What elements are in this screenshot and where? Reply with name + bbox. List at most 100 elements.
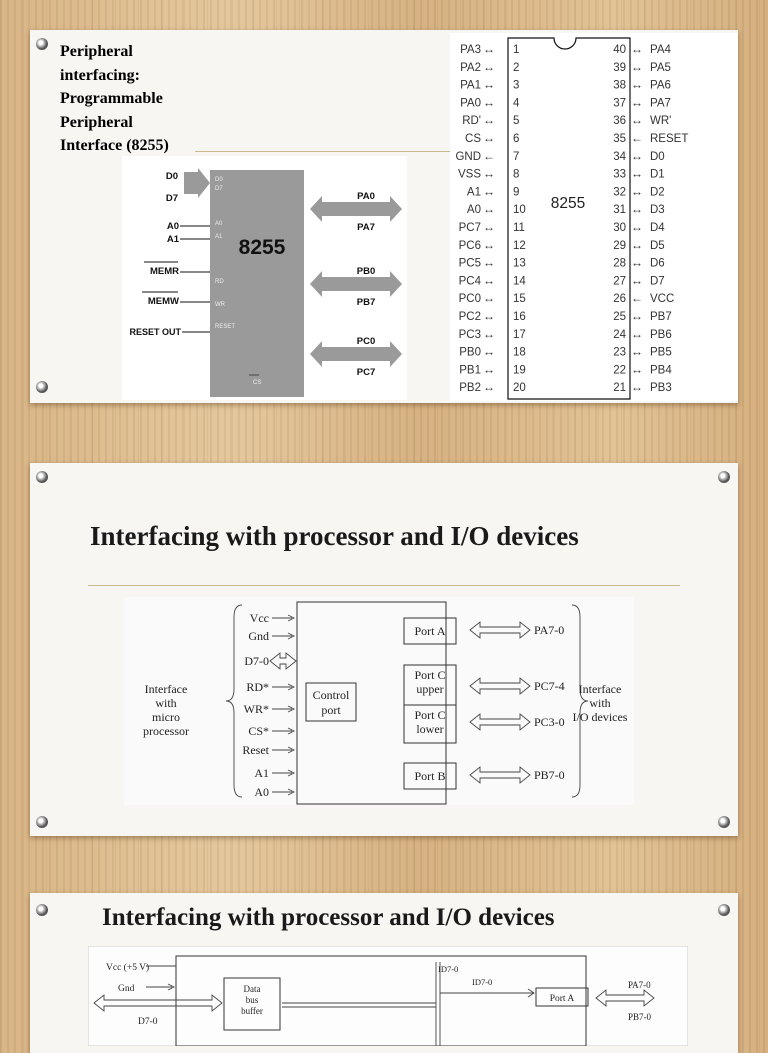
pin-arrow-icon: ↔ [631,202,643,216]
pin-name: D7 [650,275,665,287]
pin-number: 8 [513,169,519,181]
pin-arrow-icon: ↔ [483,309,495,323]
pin-number: 35 [613,133,626,145]
data-bus-arrow [184,168,210,198]
pin-name: PB0 [459,347,481,359]
pin-name: PA7 [650,97,671,109]
pin-name: PC0 [459,293,481,305]
svg-text:RESET OUT: RESET OUT [129,327,181,337]
slide-title: Interfacing with processor and I/O devic… [102,904,555,931]
svg-text:buffer: buffer [241,1006,263,1016]
pin-name: PC2 [459,311,481,323]
pin-arrow-icon: ↔ [631,256,643,270]
pin-number: 37 [613,97,626,109]
pin-arrow-icon: ↔ [483,380,495,394]
svg-text:with: with [155,696,176,710]
pin-arrow-icon: ↔ [483,256,495,270]
pushpin-icon [36,471,48,483]
svg-text:PA7-0: PA7-0 [534,623,564,637]
svg-text:PA7-0: PA7-0 [628,980,651,990]
pin-number: 13 [513,258,526,270]
pin-number: 39 [613,62,626,74]
svg-text:ID7-0: ID7-0 [472,977,492,987]
pin-name: PB4 [650,364,672,376]
slide-interfacing-detail: Interfacing with processor and I/O devic… [30,893,738,1053]
svg-text:Port C: Port C [414,668,445,682]
svg-text:Reset: Reset [242,743,269,757]
pin-arrow-icon: ↔ [631,167,643,181]
svg-text:CS: CS [253,380,261,386]
svg-text:D0: D0 [166,171,178,182]
svg-text:A0: A0 [254,785,269,799]
pin-arrow-icon: ↔ [483,345,495,359]
svg-text:A0: A0 [215,221,223,227]
svg-text:processor: processor [143,724,189,738]
pin-arrow-icon: ↔ [483,78,495,92]
pin-arrow-icon: ↔ [631,380,643,394]
pin-name: VSS [458,169,481,181]
pin-arrow-icon: ↔ [483,42,495,56]
pin-name: PB5 [650,347,672,359]
port-c-lower-box [403,704,457,744]
svg-text:port: port [321,703,341,717]
pin-arrow-icon: ↔ [631,113,643,127]
pin-arrow-icon: ↔ [483,167,495,181]
port-b-box [403,762,457,790]
pin-number: 21 [613,382,626,394]
pin-number: 32 [613,186,626,198]
svg-text:PC7: PC7 [357,367,375,378]
pin-name: RD' [462,115,481,127]
pin-arrow-icon: ↔ [483,362,495,376]
pin-number: 29 [613,240,626,252]
pin-arrow-icon: ← [483,149,495,163]
pin-name: PB7 [650,311,672,323]
svg-text:lower: lower [416,722,443,736]
svg-text:RESET: RESET [215,324,235,330]
pin-name: PC3 [459,329,481,341]
chip-label: 8255 [239,236,286,259]
pin-name: PA6 [650,80,671,92]
pin-number: 33 [613,169,626,181]
pin-name: PA4 [650,44,671,56]
pin-arrow-icon: ↔ [631,238,643,252]
pin-arrow-icon: ↔ [631,149,643,163]
svg-text:A1: A1 [215,234,223,240]
svg-text:PC0: PC0 [357,336,375,347]
svg-text:MEMR: MEMR [150,266,179,277]
pin-number: 28 [613,258,626,270]
port-a-box [403,617,457,645]
pin-number: 26 [613,293,626,305]
svg-text:with: with [589,696,610,710]
pin-name: D6 [650,258,665,270]
slide-interfacing-block: Interfacing with processor and I/O devic… [30,463,738,836]
pin-number: 5 [513,115,519,127]
pin-arrow-icon: ← [631,291,643,305]
pushpin-icon [36,381,48,393]
pin-number: 14 [513,275,526,287]
chip-body [210,170,304,397]
pin-number: 23 [613,347,626,359]
svg-text:D7: D7 [166,193,178,204]
svg-text:CS*: CS* [248,724,269,738]
svg-text:D7: D7 [215,186,223,192]
pin-number: 4 [513,97,520,109]
pin-arrow-icon: ↔ [483,220,495,234]
interface-detail-diagram: Vcc (+5 V) Gnd D7-0 ID7-0 ID7-0 PA7-0 PB… [88,946,688,1046]
pin-arrow-icon: ↔ [483,184,495,198]
pin-arrow-icon: ↔ [483,202,495,216]
pin-name: CS [465,133,481,145]
pin-name: A0 [467,204,481,216]
pushpin-icon [718,471,730,483]
svg-text:A1: A1 [167,234,180,245]
port-a-box [535,987,589,1007]
pin-number: 38 [613,80,626,92]
pin-name: PA3 [460,44,481,56]
pin-number: 25 [613,311,626,323]
svg-text:upper: upper [416,682,443,696]
svg-text:PB0: PB0 [357,266,375,277]
pin-arrow-icon: ↔ [483,95,495,109]
svg-text:PC7-4: PC7-4 [534,679,565,693]
slide-title: Interfacing with processor and I/O devic… [90,521,579,551]
pin-arrow-icon: ↔ [631,273,643,287]
pin-arrow-icon: ↔ [483,327,495,341]
